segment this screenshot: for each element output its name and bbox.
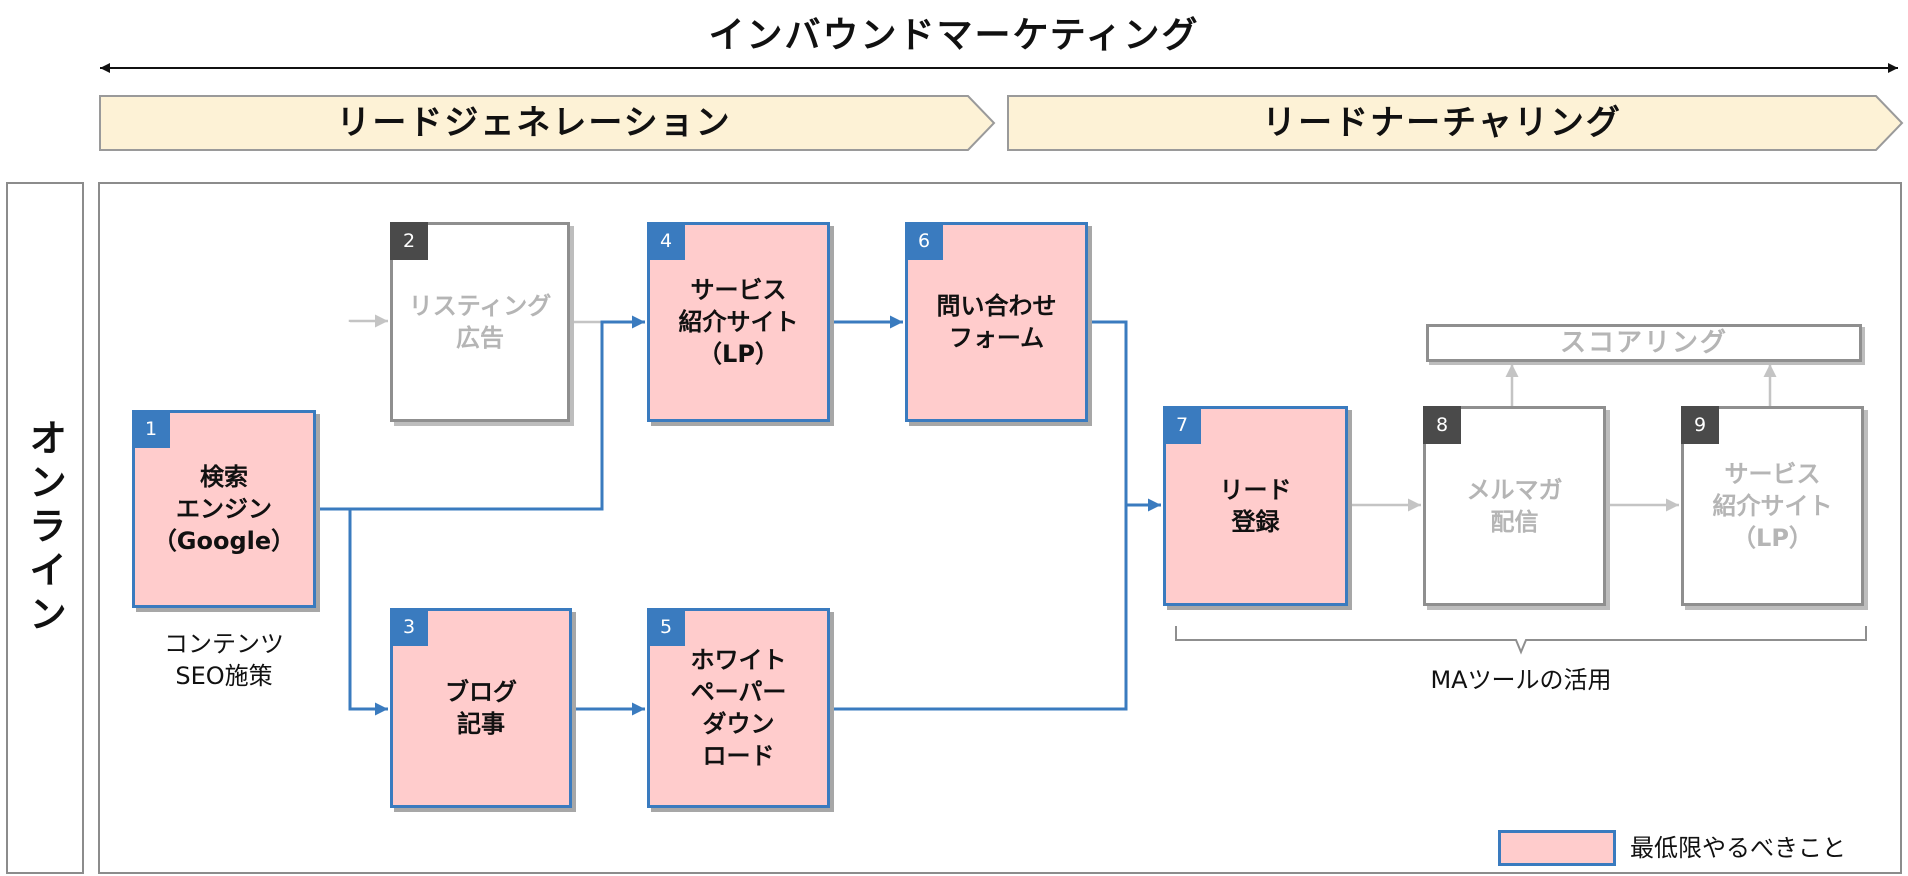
node-label: 検索 エンジン （Google） (152, 463, 296, 555)
legend-swatch (1498, 830, 1616, 866)
node-listing-ad[interactable]: 2 リスティング 広告 (390, 222, 570, 422)
node-number-badge: 3 (390, 608, 428, 646)
node-label: 問い合わせ フォーム (936, 292, 1057, 352)
node-label: サービス 紹介サイト （LP） (678, 276, 799, 368)
caption-content-seo: コンテンツ SEO施策 (164, 630, 284, 690)
phase-lead-generation: リードジェネレーション (336, 103, 732, 143)
node-lead-registration[interactable]: 7 リード 登録 (1163, 406, 1348, 606)
node-search-engine[interactable]: 1 検索 エンジン （Google） (132, 410, 316, 608)
ma-tools-brace (1175, 626, 1867, 655)
node-label: ブログ 記事 (445, 678, 517, 738)
node-label: リスティング 広告 (408, 292, 552, 352)
node-number-badge: 4 (647, 222, 685, 260)
node-label: サービス 紹介サイト （LP） (1712, 460, 1833, 552)
phase-lead-nurturing: リードナーチャリング (1262, 103, 1622, 143)
node-newsletter[interactable]: 8 メルマガ 配信 (1423, 406, 1606, 606)
node-service-site-lp[interactable]: 4 サービス 紹介サイト （LP） (647, 222, 830, 422)
phase-chevron-nurturing (1007, 95, 1904, 151)
page-title: インバウンドマーケティング (708, 15, 1200, 56)
node-blog-article[interactable]: 3 ブログ 記事 (390, 608, 572, 808)
node-number-badge: 2 (390, 222, 428, 260)
flow-1-to-2 (348, 314, 388, 328)
flow-1-to-4 (316, 315, 645, 511)
flow-6-to-7 (1088, 320, 1161, 512)
scoring-box: スコアリング (1426, 324, 1862, 362)
online-side-label-text: オンライン (22, 418, 67, 638)
flow-1-to-3 (348, 509, 388, 716)
legend-label: 最低限やるべきこと (1630, 834, 1846, 862)
node-number-badge: 8 (1423, 406, 1461, 444)
caption-ma-tools: MAツールの活用 (1430, 666, 1612, 694)
node-label: メルマガ 配信 (1466, 476, 1563, 536)
node-contact-form[interactable]: 6 問い合わせ フォーム (905, 222, 1088, 422)
node-number-badge: 6 (905, 222, 943, 260)
node-number-badge: 9 (1681, 406, 1719, 444)
node-number-badge: 5 (647, 608, 685, 646)
main-panel (98, 182, 1902, 874)
node-number-badge: 1 (132, 410, 170, 448)
flow-5-to-7 (830, 505, 1128, 711)
node-service-site-lp-nurture[interactable]: 9 サービス 紹介サイト （LP） (1681, 406, 1864, 606)
online-side-label: オンライン (6, 182, 84, 874)
phase-chevron-generation (99, 95, 996, 151)
node-number-badge: 7 (1163, 406, 1201, 444)
node-label: ホワイト ペーパー ダウン ロード (690, 646, 787, 770)
node-label: リード 登録 (1219, 476, 1292, 536)
node-whitepaper-download[interactable]: 5 ホワイト ペーパー ダウン ロード (647, 608, 830, 808)
